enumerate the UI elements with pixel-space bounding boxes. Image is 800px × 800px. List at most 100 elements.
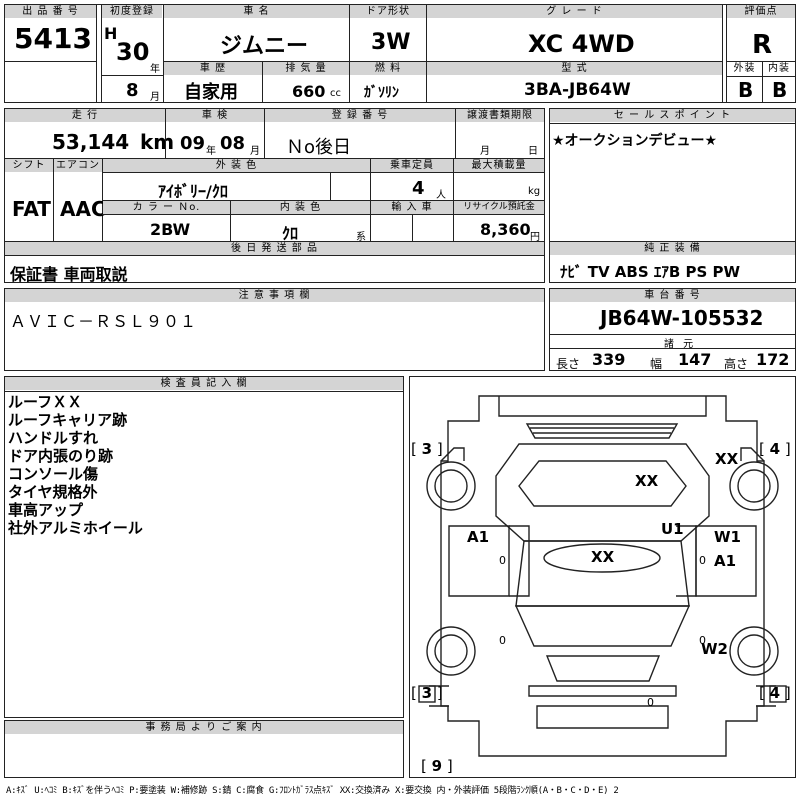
history-label: 車 歴 bbox=[164, 62, 262, 75]
zero-mark: 0 bbox=[699, 554, 706, 567]
damage-mark: A1 bbox=[467, 528, 489, 546]
tire-number: [ 4 ] bbox=[759, 684, 791, 702]
inspector-note: ルーフＸＸ bbox=[8, 393, 83, 411]
displacement: 660 bbox=[292, 82, 326, 101]
fuel: ｶﾞｿﾘﾝ bbox=[364, 85, 399, 101]
lot-number-label: 出 品 番 号 bbox=[5, 5, 96, 18]
max-load-unit: kg bbox=[528, 186, 541, 197]
zero-mark: 0 bbox=[499, 554, 506, 567]
score-label: 評価点 bbox=[727, 5, 795, 18]
interior-color-label: 内 装 色 bbox=[231, 201, 370, 214]
inspection-month-unit: 月 bbox=[250, 146, 260, 157]
ac-label: エアコン bbox=[54, 159, 102, 172]
tire-number: [ 4 ] bbox=[759, 440, 791, 458]
interior-grade: B bbox=[772, 78, 788, 102]
damage-mark: XX bbox=[635, 472, 659, 490]
capacity-label: 乗車定員 bbox=[371, 159, 453, 172]
model: 3BA-JB64W bbox=[524, 80, 631, 100]
office-label: 事 務 局 よ り ご 案 内 bbox=[5, 721, 403, 734]
damage-mark: XX bbox=[715, 450, 739, 468]
door-label: ドア形状 bbox=[350, 5, 426, 18]
height: 172 bbox=[756, 350, 790, 369]
office-block bbox=[4, 720, 404, 778]
chassis-label: 車 台 番 号 bbox=[550, 289, 795, 302]
ac: AAC bbox=[60, 197, 106, 221]
inspector-note: タイヤ規格外 bbox=[8, 483, 98, 501]
registration-label: 登 録 番 号 bbox=[265, 109, 455, 122]
width-label: 幅 bbox=[650, 357, 663, 371]
max-load-label: 最大積載量 bbox=[454, 159, 544, 172]
later-parts-label: 後 日 発 送 部 品 bbox=[5, 242, 544, 255]
capacity: 4 bbox=[412, 178, 425, 199]
later-parts: 保証書 車両取説 bbox=[10, 265, 128, 284]
spare-tire-number: [ 9 ] bbox=[421, 757, 453, 775]
door-type: 3W bbox=[371, 30, 411, 55]
equipment: ﾅﾋﾞ TV ABS ｴｱB PS PW bbox=[560, 263, 741, 281]
fuel-label: 燃 料 bbox=[350, 62, 426, 75]
sales-point: ★オークションデビュー★ bbox=[552, 133, 718, 149]
damage-mark: W2 bbox=[701, 640, 728, 658]
damage-mark: W1 bbox=[714, 528, 741, 546]
exterior-grade: B bbox=[738, 78, 754, 102]
interior-grade-label: 内装 bbox=[763, 62, 795, 75]
inspector-note: ルーフキャリア跡 bbox=[8, 411, 128, 429]
inspector-label: 検 査 員 記 入 欄 bbox=[5, 377, 403, 390]
tire-number: [ 3 ] bbox=[411, 440, 443, 458]
shift-label: シフト bbox=[5, 159, 53, 172]
height-label: 高さ bbox=[724, 357, 749, 371]
inspector-note: ドア内張のり跡 bbox=[8, 447, 114, 465]
grade: XC 4WD bbox=[528, 30, 635, 58]
zero-mark: 0 bbox=[699, 634, 706, 647]
inspection-month: 08 bbox=[220, 133, 246, 154]
equipment-label: 純 正 装 備 bbox=[550, 242, 795, 255]
score: R bbox=[752, 30, 773, 60]
inspector-block bbox=[4, 376, 404, 718]
interior-color-unit: 系 bbox=[356, 232, 366, 243]
month-unit: 月 bbox=[150, 92, 160, 103]
tire-number: [ 3 ] bbox=[411, 684, 443, 702]
model-label: 型 式 bbox=[427, 62, 722, 75]
equipment-block bbox=[549, 241, 796, 283]
history: 自家用 bbox=[184, 82, 238, 103]
exterior-color: ｱｲﾎﾞﾘｰ/ｸﾛ bbox=[158, 182, 228, 201]
legend: A:ｷｽﾞ U:ﾍｺﾐ B:ｷｽﾞを伴うﾍｺﾐ P:要塗装 W:補修跡 S:錆 … bbox=[6, 786, 619, 796]
exterior-grade-label: 外装 bbox=[727, 62, 762, 75]
registration-month: 8 bbox=[126, 80, 139, 101]
inspector-note: ハンドルすれ bbox=[8, 429, 99, 447]
recycle-unit: 円 bbox=[530, 232, 540, 243]
notes-label: 注 意 事 項 欄 bbox=[5, 289, 544, 302]
notes: ＡＶＩＣ－ＲＳＬ９０１ bbox=[10, 312, 198, 331]
damage-mark: XX bbox=[591, 548, 615, 566]
inspection-label: 車 検 bbox=[166, 109, 264, 122]
zero-mark: 0 bbox=[499, 634, 506, 647]
lot-number: 5413 bbox=[14, 22, 92, 55]
recycle-label: リサイクル預託金 bbox=[454, 201, 544, 214]
chassis-number: JB64W-105532 bbox=[600, 306, 764, 330]
car-diagram-block bbox=[409, 376, 796, 778]
recycle-fee: 8,360 bbox=[480, 220, 531, 239]
car-name: ジムニー bbox=[220, 34, 309, 59]
displacement-label: 排 気 量 bbox=[263, 62, 349, 75]
exterior-color-label: 外 装 色 bbox=[103, 159, 370, 172]
registration-number: Ｎo後日 bbox=[286, 137, 352, 158]
first-registration-label: 初度登録 bbox=[102, 5, 162, 18]
mileage-label: 走 行 bbox=[5, 109, 165, 122]
inspector-note: 車高アップ bbox=[8, 501, 84, 519]
damage-mark: U1 bbox=[661, 520, 684, 538]
length: 339 bbox=[592, 350, 626, 369]
zero-mark: 0 bbox=[647, 696, 654, 709]
width: 147 bbox=[678, 350, 712, 369]
interior-color: ｸﾛ bbox=[282, 224, 299, 243]
import-label: 輸 入 車 bbox=[371, 201, 453, 214]
mileage: 53,144 bbox=[52, 130, 130, 154]
era: H bbox=[104, 24, 118, 43]
notes-block bbox=[4, 288, 545, 371]
sales-point-block bbox=[549, 108, 796, 242]
year-unit: 年 bbox=[150, 64, 160, 75]
chassis-block bbox=[549, 288, 796, 371]
sales-point-label: セ ー ル ス ポ イ ン ト bbox=[550, 109, 795, 122]
registration-year: 30 bbox=[116, 38, 150, 66]
color-no: 2BW bbox=[150, 220, 191, 239]
damage-mark: A1 bbox=[714, 552, 736, 570]
